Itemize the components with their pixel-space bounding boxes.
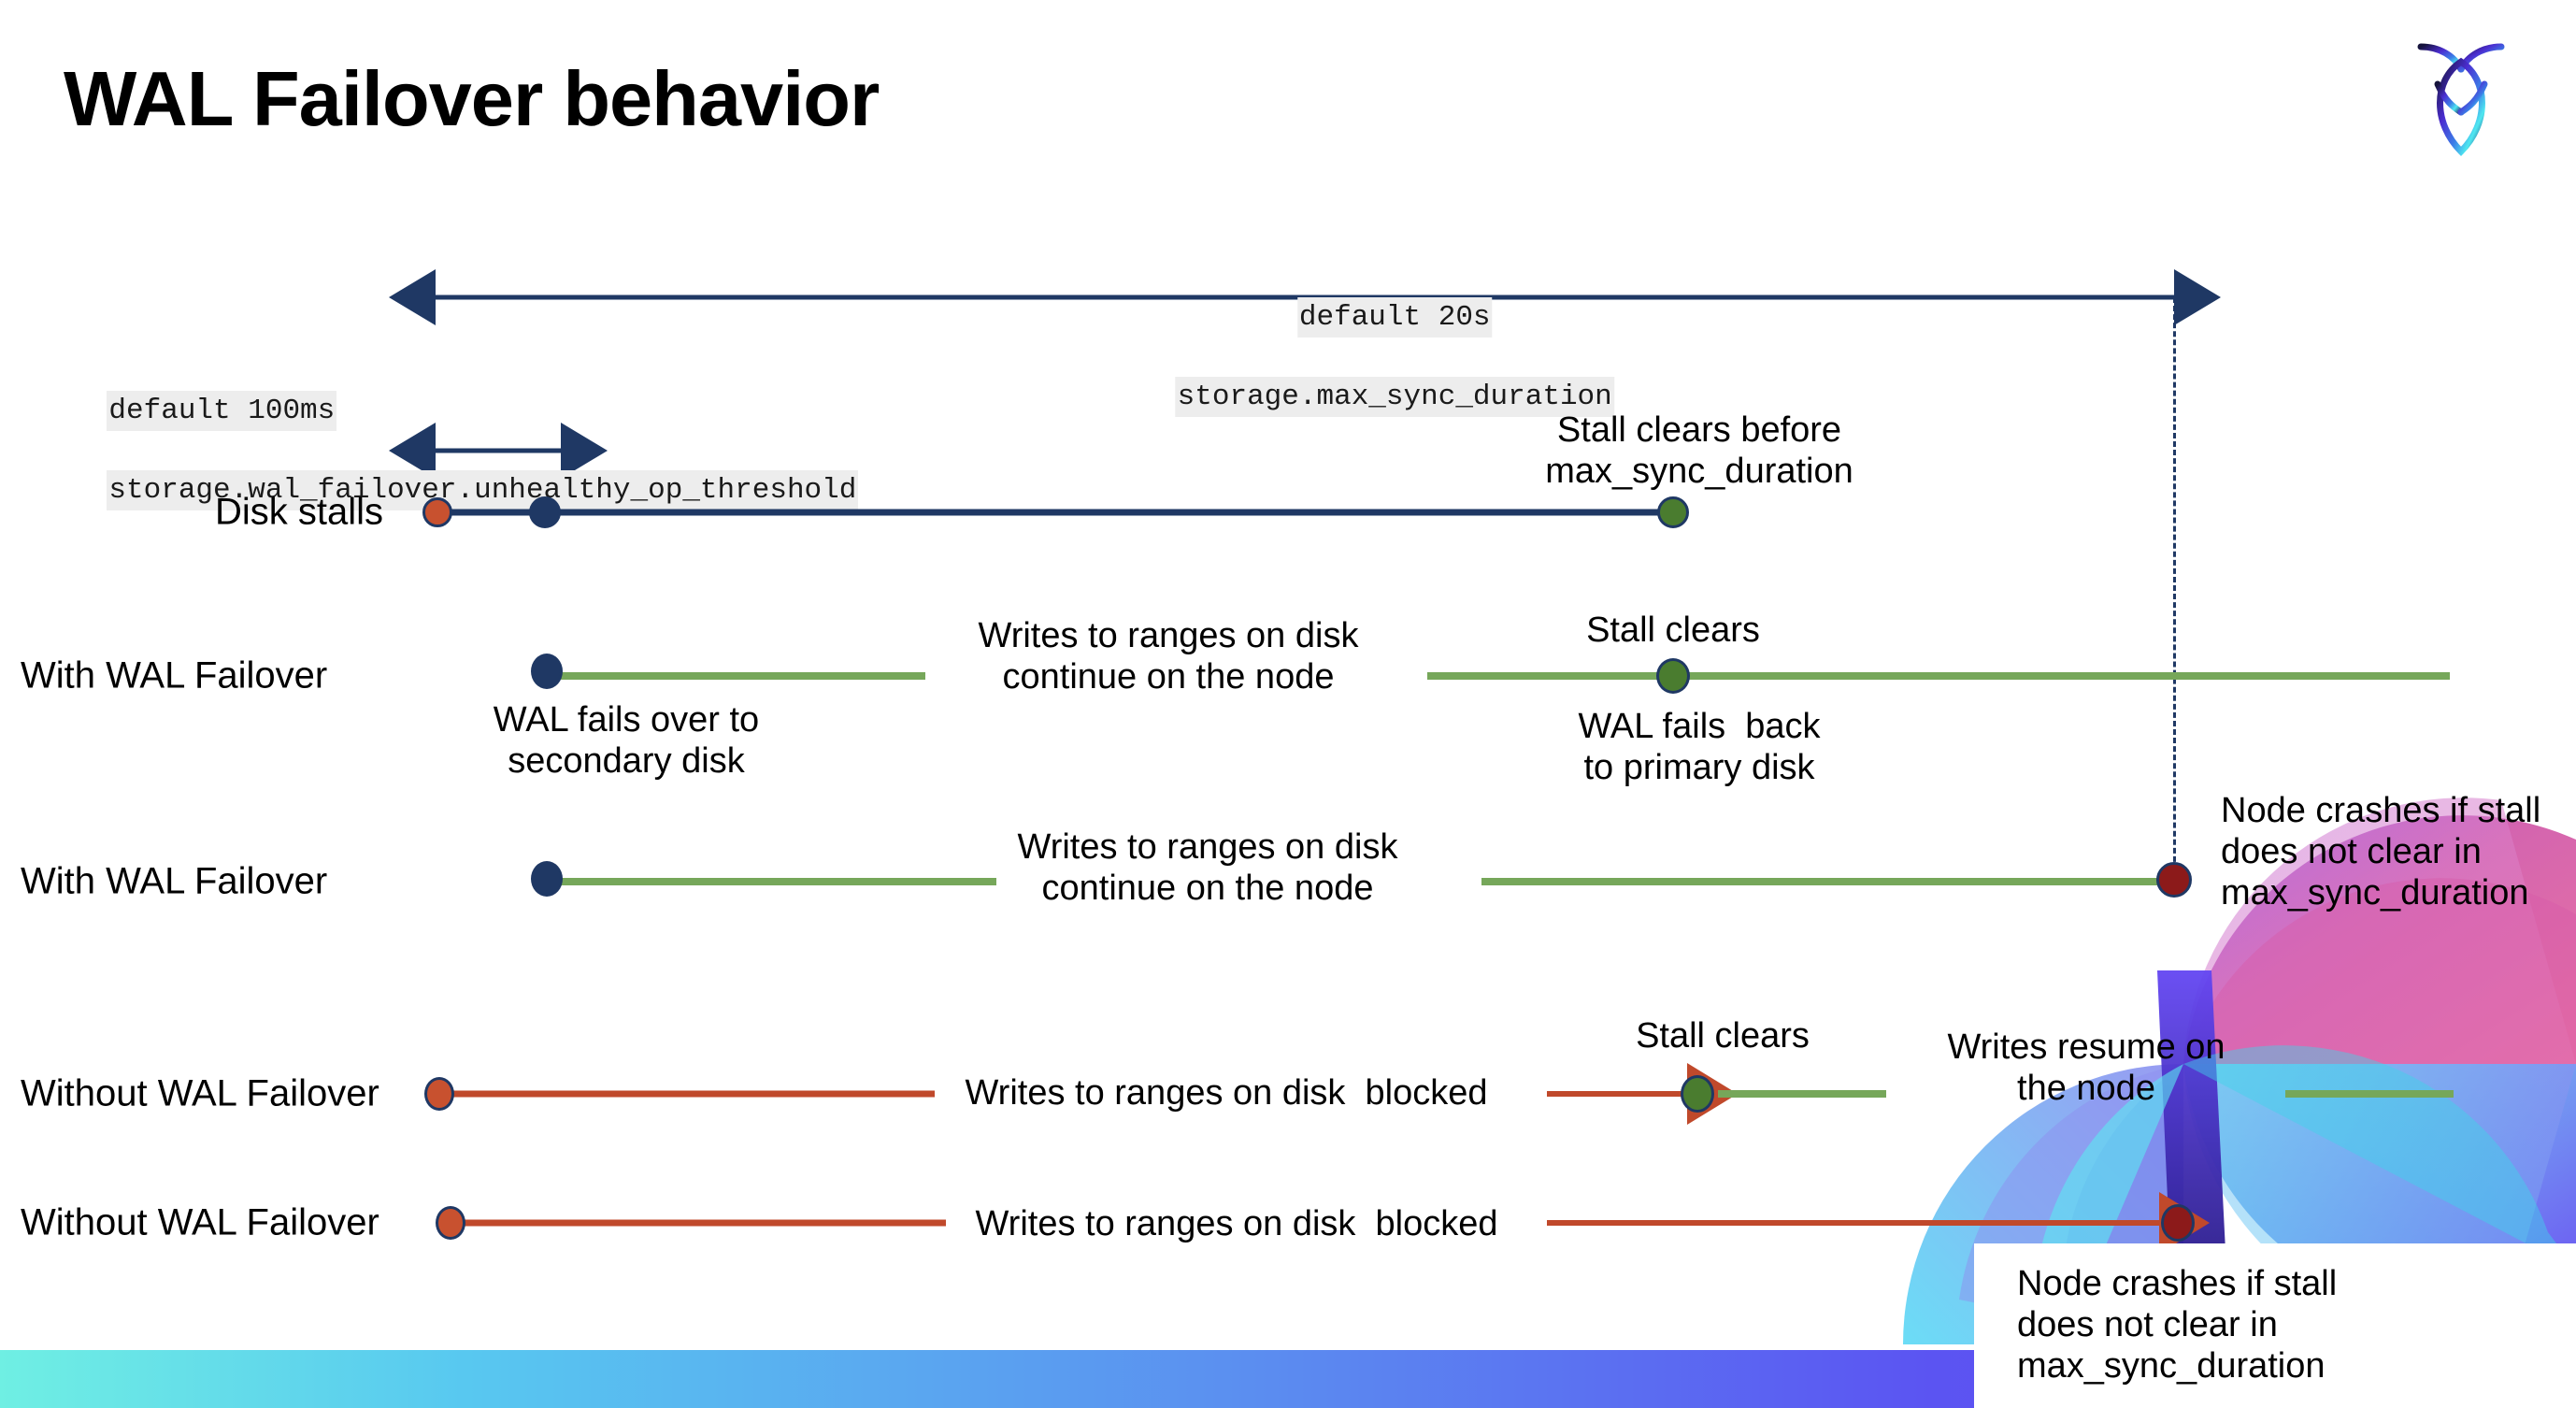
- unhealthy-op-threshold-setting: storage.wal_failover.unhealthy_op_thresh…: [107, 469, 859, 511]
- cockroachdb-logo-icon: [2400, 26, 2522, 166]
- wal-failover-timeline-segment-2: [1427, 672, 2450, 680]
- note-writes-continue-row3: Writes to ranges on disk continue on the…: [1017, 827, 1398, 909]
- wal-failover-start-dot-row3: [531, 861, 563, 897]
- note-writes-blocked-row4: Writes to ranges on disk blocked: [965, 1073, 1488, 1113]
- row-label-without-wal-failover-2: Without WAL Failover: [21, 1201, 379, 1243]
- wal-failover-crash-timeline-segment-1: [545, 878, 996, 885]
- max-sync-duration-annotation: default 20s storage.max_sync_duration: [1106, 258, 1614, 456]
- stall-start-dot-row4: [424, 1077, 454, 1111]
- stall-start-dot-row5: [436, 1206, 465, 1240]
- node-crash-dot-row5: [2161, 1204, 2195, 1242]
- max-sync-duration-setting: storage.max_sync_duration: [1175, 376, 1614, 418]
- wal-failover-trigger-dot-row1: [529, 496, 561, 528]
- writes-resume-timeline-row4-far: [2285, 1090, 2454, 1098]
- max-sync-duration-dashed-connector: [2173, 297, 2176, 879]
- page-title: WAL Failover behavior: [64, 55, 880, 142]
- writes-blocked-timeline-row5: [451, 1219, 946, 1227]
- note-node-crashes-row3: Node crashes if stall does not clear in …: [2221, 791, 2541, 913]
- row-label-with-wal-failover-1: With WAL Failover: [21, 654, 328, 697]
- stall-clears-dot-row4: [1681, 1075, 1714, 1113]
- wal-failover-crash-timeline-segment-2: [1481, 878, 2168, 885]
- row-label-with-wal-failover-2: With WAL Failover: [21, 860, 328, 902]
- node-crash-callout-box: [1974, 1243, 2576, 1408]
- node-crash-dot-row3: [2156, 862, 2192, 898]
- wal-failover-timeline-segment-1: [545, 672, 925, 680]
- row-label-disk-stalls: Disk stalls: [214, 491, 383, 533]
- disk-stall-timeline: [436, 509, 1673, 516]
- stall-clears-dot-row2: [1656, 658, 1690, 694]
- writes-blocked-timeline-row4: [439, 1090, 935, 1098]
- note-writes-resume-row4: Writes resume on the node: [1947, 1027, 2225, 1109]
- wal-failover-start-dot-row2: [531, 654, 563, 689]
- note-wal-fails-back-to-primary: WAL fails back to primary disk: [1578, 707, 1821, 788]
- writes-resume-timeline-row4: [1718, 1090, 1886, 1098]
- note-writes-blocked-row5: Writes to ranges on disk blocked: [975, 1204, 1498, 1243]
- unhealthy-op-threshold-default: default 100ms: [107, 390, 337, 432]
- disk-stall-start-dot: [422, 497, 452, 527]
- max-sync-duration-default: default 20s: [1296, 296, 1493, 338]
- note-stall-clears-row4: Stall clears: [1636, 1016, 1810, 1056]
- note-node-crashes-row5: Node crashes if stall does not clear in …: [2017, 1264, 2338, 1386]
- unhealthy-op-threshold-annotation: default 100ms storage.wal_failover.unhea…: [37, 352, 859, 550]
- note-wal-fails-over-to-secondary: WAL fails over to secondary disk: [493, 700, 760, 782]
- stall-clears-dot-row1: [1657, 496, 1689, 528]
- row-label-without-wal-failover-1: Without WAL Failover: [21, 1072, 379, 1114]
- note-writes-continue-row2: Writes to ranges on disk continue on the…: [978, 616, 1359, 697]
- note-stall-clears-row2: Stall clears: [1586, 611, 1760, 650]
- note-stall-clears-before-max-sync: Stall clears before max_sync_duration: [1545, 410, 1853, 492]
